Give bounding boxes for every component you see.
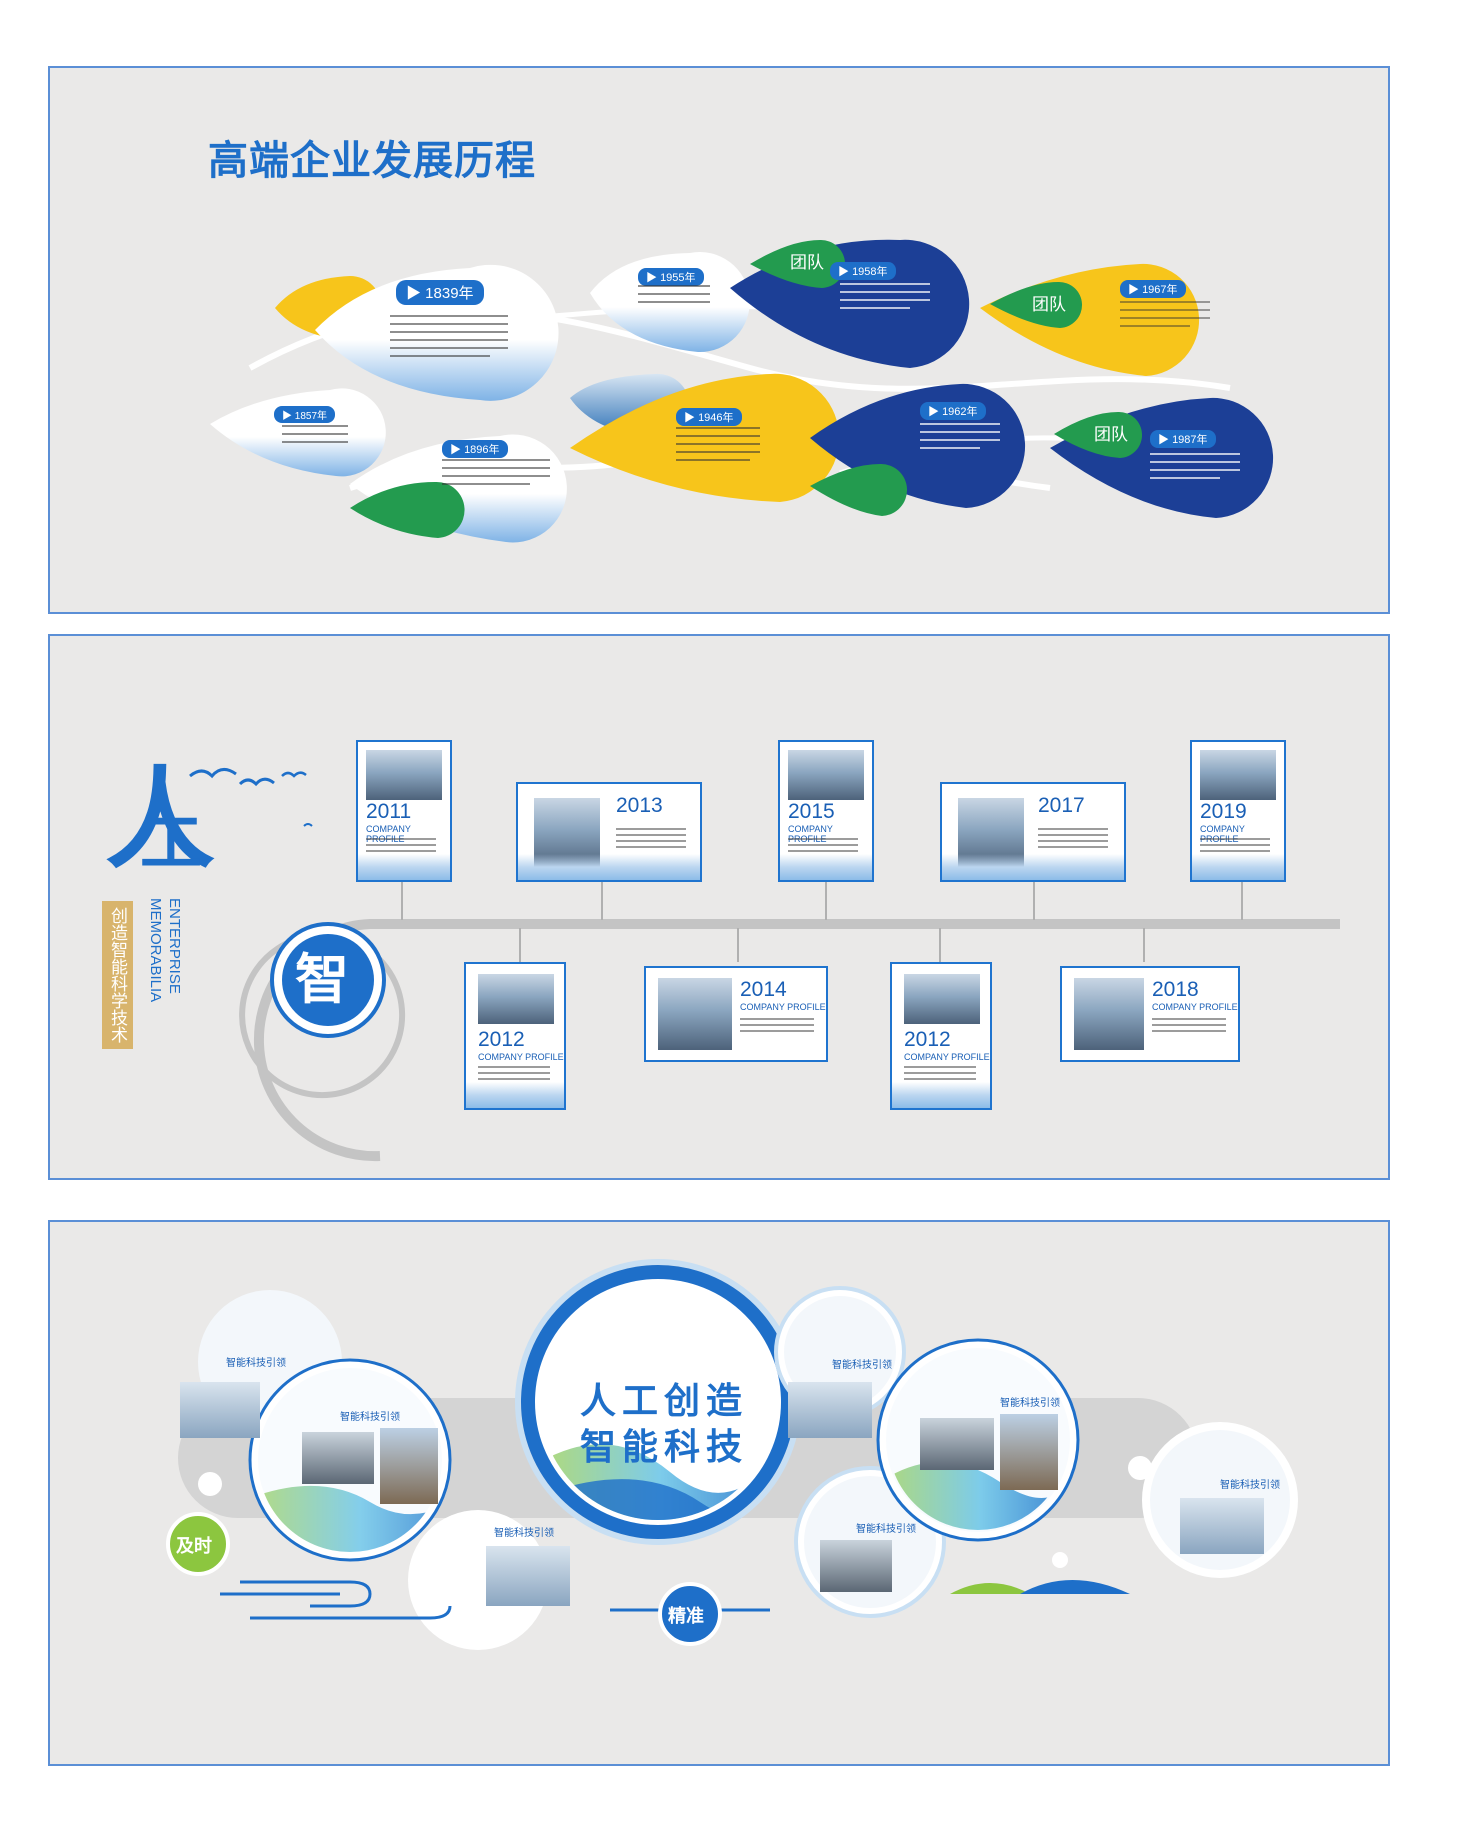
- milestone-label: 1962年: [942, 406, 978, 418]
- badge-center-label: 精准: [668, 1606, 704, 1627]
- vertical-cn-label: 创造智能科学技术: [102, 901, 133, 1049]
- green-team-drop-3: [1054, 411, 1143, 458]
- circles-panel: 人工创造 智能科技 及时 精准 智能科技引领 智能科技引领 智能科技引领 智能科…: [48, 1220, 1390, 1766]
- desk-photo: [1000, 1414, 1058, 1490]
- team-label: 团队: [790, 253, 824, 273]
- bubble-label: 智能科技引领: [832, 1360, 892, 1371]
- drop-1946: [570, 373, 840, 502]
- office-photo: [788, 1382, 872, 1438]
- milestone-1955: ▶ 1955年: [638, 268, 704, 286]
- team-label: 团队: [1032, 295, 1066, 315]
- vertical-en-label-1: ENTERPRISE: [166, 898, 183, 994]
- timeline-card-2013[interactable]: 2013: [516, 782, 702, 882]
- card-year: 2018: [1152, 978, 1199, 1001]
- bird-icon: [281, 771, 307, 778]
- drop-1987: [1050, 397, 1274, 518]
- milestone-label: 1955年: [660, 272, 696, 284]
- bird-icon: [189, 768, 237, 779]
- timeline-card-2015[interactable]: 2015 COMPANY PROFILE: [778, 740, 874, 882]
- card-year: 2014: [740, 978, 787, 1001]
- timeline-card-2011[interactable]: 2011 COMPANY PROFILE: [356, 740, 452, 882]
- timeline-card-2012-a[interactable]: 2012 COMPANY PROFILE: [464, 962, 566, 1110]
- circles-graphic: [166, 1259, 1298, 1650]
- timeline-card-2012-b[interactable]: 2012 COMPANY PROFILE: [890, 962, 992, 1110]
- timeline-card-2019[interactable]: 2019 COMPANY PROFILE: [1190, 740, 1286, 882]
- history-drops-graphic: [210, 239, 1274, 543]
- vertical-en-label-2: MEMORABILIA: [147, 898, 164, 1003]
- meeting-photo: [920, 1418, 994, 1470]
- green-team-drop-1: [750, 239, 846, 288]
- office-photo: [1180, 1498, 1264, 1554]
- green-team-drop-2: [990, 281, 1083, 328]
- milestone-1967: ▶ 1967年: [1120, 280, 1186, 298]
- bubble-label: 智能科技引领: [1220, 1480, 1280, 1491]
- page-title: 高端企业发展历程: [208, 138, 536, 184]
- milestone-1857: ▶ 1857年: [274, 406, 336, 423]
- office-photo: [486, 1546, 570, 1606]
- big-char-graphic: 人: [105, 756, 215, 884]
- timeline-card-2017[interactable]: 2017: [940, 782, 1126, 882]
- bubble-label: 智能科技引领: [340, 1412, 400, 1423]
- bubble-label: 智能科技引领: [494, 1528, 554, 1539]
- milestone-1896: ▶ 1896年: [442, 440, 508, 458]
- card-year: 2011: [366, 800, 412, 823]
- center-slogan-line2: 智能科技: [580, 1427, 749, 1468]
- milestone-1946: ▶ 1946年: [676, 408, 742, 426]
- card-year: 2012: [478, 1028, 525, 1051]
- badge-center-circle: [658, 1582, 722, 1646]
- card-subtitle: COMPANY PROFILE: [904, 1052, 990, 1062]
- milestone-1962: ▶ 1962年: [920, 402, 986, 420]
- drop-1857: [210, 388, 386, 477]
- bird-icon: [303, 823, 313, 827]
- milestone-label: 1857年: [294, 411, 328, 422]
- desk-photo: [380, 1428, 438, 1504]
- bubble-label: 智能科技引领: [856, 1524, 916, 1535]
- meeting-photo: [302, 1432, 374, 1484]
- center-slogan-line1: 人工创造: [580, 1381, 749, 1422]
- milestone-label: 1896年: [464, 444, 500, 456]
- badge-left-circle: [166, 1512, 230, 1576]
- milestone-label: 1987年: [1172, 434, 1208, 446]
- bubble-label: 智能科技引领: [226, 1358, 286, 1369]
- office-photo: [820, 1540, 892, 1592]
- milestone-label: 1946年: [698, 412, 734, 424]
- green-drop: [350, 481, 465, 538]
- milestone-1987: ▶ 1987年: [1150, 430, 1216, 448]
- bird-icon: [238, 777, 275, 787]
- big-char-second: 工: [140, 806, 203, 879]
- card-subtitle: COMPANY PROFILE: [478, 1052, 564, 1062]
- timeline-card-2014[interactable]: 2014 COMPANY PROFILE: [644, 966, 828, 1062]
- card-year: 2017: [1038, 794, 1085, 817]
- history-panel: 高端企业发展历程 ▶ 1839年 ▶ 1857年 ▶ 1896年 ▶ 1955年…: [48, 66, 1390, 614]
- milestone-label: 1958年: [852, 266, 888, 278]
- card-year: 2015: [788, 800, 835, 823]
- card-year: 2012: [904, 1028, 951, 1051]
- milestone-1958: ▶ 1958年: [830, 262, 896, 280]
- office-photo: [180, 1382, 260, 1438]
- memorabilia-panel: 人 工 人工 创造智能科学技术 ENTERPRISE MEMORABILIA 智…: [48, 634, 1390, 1180]
- timeline-card-2018[interactable]: 2018 COMPANY PROFILE: [1060, 966, 1240, 1062]
- milestone-label: 1839年: [425, 285, 474, 302]
- card-year: 2013: [616, 794, 663, 817]
- timeline-graphic: 人: [105, 756, 1340, 1162]
- card-subtitle: COMPANY PROFILE: [1152, 1002, 1238, 1012]
- team-label: 团队: [1094, 425, 1128, 445]
- badge-left-label: 及时: [176, 1536, 212, 1557]
- bubble-label: 智能科技引领: [1000, 1398, 1060, 1409]
- milestone-1839: ▶ 1839年: [396, 280, 484, 305]
- card-year: 2019: [1200, 800, 1247, 823]
- card-subtitle: COMPANY PROFILE: [740, 1002, 826, 1012]
- milestone-label: 1967年: [1142, 284, 1178, 296]
- zhi-char: 智: [295, 948, 349, 1011]
- green-drop-2: [810, 463, 908, 516]
